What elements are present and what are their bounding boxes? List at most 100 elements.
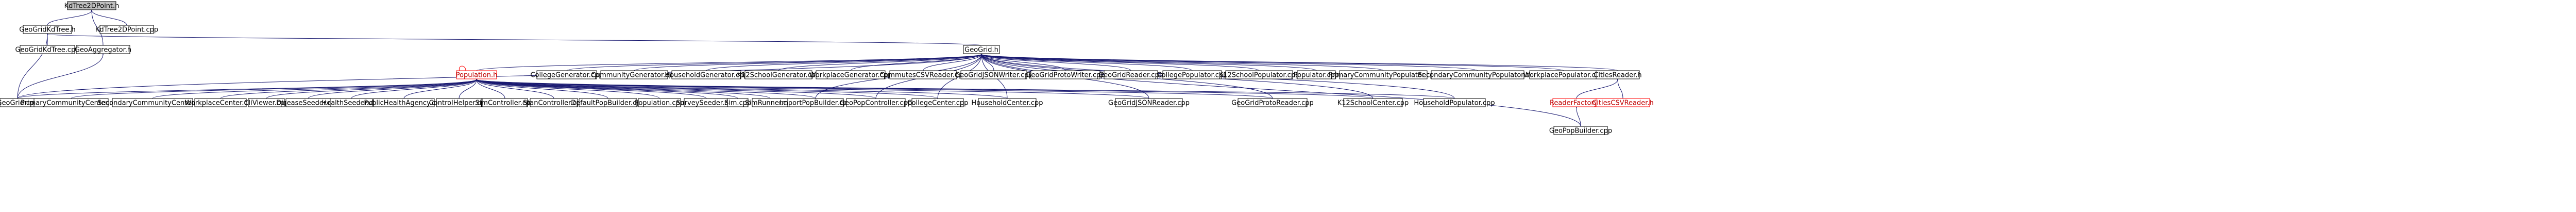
node-kdtree2dpoint-cpp[interactable]: KdTree2DPoint.cpp: [95, 25, 158, 34]
node-geogrid-reader-cpp[interactable]: GeoGridReader.cpp: [1098, 70, 1163, 79]
node-label: GeoGridReader.cpp: [1098, 72, 1163, 79]
node-community-generator-cpp[interactable]: CommunityGenerator.cpp: [591, 70, 677, 79]
node-box: [482, 98, 528, 107]
node-label: KdTree2DPoint.cpp: [95, 26, 158, 34]
node-stan-controller-cpp[interactable]: StanController.cpp: [523, 98, 585, 107]
edge-geogrid_h-to-workplace_generator_cpp: [850, 54, 981, 71]
node-k12school-generator-cpp[interactable]: K12SchoolGenerator.cpp: [737, 70, 820, 79]
node-label: GeoGridJSONWriter.cpp: [955, 72, 1033, 79]
edge-population_h-to-geogrid_json_reader_cpp: [477, 79, 1149, 99]
node-label: DefaultPopBuilder.cpp: [571, 100, 645, 107]
node-reader-factory-h[interactable]: ReaderFactory.h: [1550, 98, 1603, 107]
node-population-h[interactable]: Population.h: [456, 70, 498, 79]
node-sim-runner-cpp[interactable]: SimRunner.cpp: [745, 98, 795, 107]
node-geogrid-kdtree-h[interactable]: GeoGridKdTree.h: [19, 25, 76, 34]
node-box: [911, 98, 964, 107]
node-workplace-generator-cpp[interactable]: WorkplaceGenerator.cpp: [809, 70, 892, 79]
node-label: PrimaryCommunityPopulator.cpp: [1328, 72, 1438, 79]
node-k12school-center-cpp[interactable]: K12SchoolCenter.cpp: [1337, 98, 1409, 107]
edge-population_h-to-sim_runner_cpp: [477, 79, 771, 99]
edge-kdtree2dpoint_h-to-kdtree2dpoint_cpp: [92, 10, 127, 26]
node-label: Populator.cpp: [1294, 72, 1339, 79]
node-label: HouseholdPopulator.cpp: [1414, 100, 1495, 107]
node-geo-aggregator-h[interactable]: GeoAggregator.h: [75, 45, 131, 54]
node-workplace-populator-cpp[interactable]: WorkplacePopulator.cpp: [1523, 70, 1604, 79]
node-public-health-agency-cpp[interactable]: PublicHealthAgency.cpp: [364, 98, 444, 107]
node-box: [23, 25, 72, 34]
edge-geogrid_h-to-geogrid_cpp: [17, 54, 981, 99]
node-geogrid-cpp[interactable]: GeoGrid.cpp: [0, 98, 39, 107]
node-box: [579, 98, 637, 107]
node-survey-seeder-cpp[interactable]: SurveySeeder.cpp: [676, 98, 737, 107]
node-secondary-community-center-cpp[interactable]: SecondaryCommunityCenter.cpp: [97, 98, 208, 107]
node-box: [76, 45, 130, 54]
node-geogrid-kdtree-cpp[interactable]: GeoGridKdTree.cpp: [15, 45, 80, 54]
edge-geogrid_h-to-household_generator_cpp: [706, 54, 981, 71]
edge-population_h-to-primary_community_center_cpp: [71, 79, 477, 99]
node-sim-cpp[interactable]: Sim.cpp: [724, 98, 751, 107]
node-commutes-csv-reader-cpp[interactable]: CommutesCSVReader.cpp: [879, 70, 967, 79]
node-label: K12SchoolPopulator.cpp: [1219, 72, 1300, 79]
node-label: GeoAggregator.h: [75, 46, 131, 54]
node-primary-community-center-cpp[interactable]: PrimaryCommunityCenter.cpp: [21, 98, 122, 107]
node-box: [978, 98, 1037, 107]
node-box: [1339, 70, 1428, 79]
edge-population_h-to-import_pop_builder_cpp: [477, 79, 816, 99]
node-label: GeoGridProtoWriter.cpp: [1026, 72, 1105, 79]
node-geo-pop-controller-cpp[interactable]: GeoPopController.cpp: [840, 98, 912, 107]
edge-population_h-to-stan_controller_cpp: [477, 79, 554, 99]
edge-geogrid_h-to-population_h: [476, 54, 981, 71]
node-cliviewer-cpp[interactable]: CliViewer.cpp: [244, 98, 289, 107]
edge-population_h-to-health_seeder_cpp: [351, 79, 477, 99]
node-label: CitiesReader.h: [1594, 72, 1641, 79]
node-label: CommutesCSVReader.cpp: [879, 72, 967, 79]
node-geogrid-json-writer-cpp[interactable]: GeoGridJSONWriter.cpp: [955, 70, 1033, 79]
node-box: [889, 70, 957, 79]
node-cities-reader-h[interactable]: CitiesReader.h: [1594, 70, 1642, 79]
node-label: PrimaryCommunityCenter.cpp: [21, 100, 122, 107]
edge-geogrid_kdtree_h-to-geogrid_h: [47, 34, 982, 46]
node-k12school-populator-cpp[interactable]: K12SchoolPopulator.cpp: [1219, 70, 1300, 79]
edge-population_h-to-cliviewer_cpp: [266, 79, 477, 99]
node-population-cpp[interactable]: Population.cpp: [635, 98, 684, 107]
node-college-generator-cpp[interactable]: CollegeGenerator.cpp: [530, 70, 603, 79]
node-sim-controller-cpp[interactable]: SimController.cpp: [475, 98, 535, 107]
node-label: GeoGridJSONReader.cpp: [1108, 100, 1190, 107]
node-label: HealthSeeder.cpp: [321, 100, 381, 107]
node-label: GeoGridKdTree.h: [19, 26, 76, 34]
node-household-populator-cpp[interactable]: HouseholdPopulator.cpp: [1414, 98, 1495, 107]
node-label: SurveySeeder.cpp: [676, 100, 737, 107]
node-cities-csv-reader-cpp[interactable]: CitiesCSVReader.h: [1592, 98, 1654, 107]
node-college-center-cpp[interactable]: CollegeCenter.cpp: [907, 98, 969, 107]
edge-population_h-to-population_cpp: [477, 79, 660, 99]
node-primary-community-populator-cpp[interactable]: PrimaryCommunityPopulator.cpp: [1328, 70, 1438, 79]
node-workplace-center-cpp[interactable]: WorkplaceCenter.cpp: [185, 98, 256, 107]
node-box: [99, 25, 154, 34]
node-label: PublicHealthAgency.cpp: [364, 100, 444, 107]
node-control-helper-cpp[interactable]: ControlHelper.cpp: [429, 98, 489, 107]
node-populator-cpp[interactable]: Populator.cpp: [1294, 70, 1339, 79]
node-box: [1238, 98, 1308, 107]
node-default-pop-builder-cpp[interactable]: DefaultPopBuilder.cpp: [571, 98, 645, 107]
node-household-generator-cpp[interactable]: HouseholdGenerator.cpp: [665, 70, 748, 79]
node-geopop-builder-cpp[interactable]: GeoPopBuilder.cpp: [1549, 126, 1612, 135]
node-label: SecondaryCommunityCenter.cpp: [97, 100, 208, 107]
edge-population_h-to-household_populator_cpp: [477, 79, 1455, 99]
node-geogrid-h[interactable]: GeoGrid.h: [963, 45, 1000, 54]
node-household-center-cpp[interactable]: HouseholdCenter.cpp: [971, 98, 1043, 107]
node-health-seeder-cpp[interactable]: HealthSeeder.cpp: [321, 98, 381, 107]
edge-geo_aggregator_h-to-geogrid_cpp: [17, 54, 103, 99]
node-college-populator-cpp[interactable]: CollegePopulator.cpp: [1157, 70, 1228, 79]
node-import-pop-builder-cpp[interactable]: ImportPopBuilder.cpp: [779, 98, 852, 107]
node-kdtree2dpoint-h[interactable]: KdTree2DPoint.h: [64, 1, 120, 10]
node-geogrid-proto-writer-cpp[interactable]: GeoGridProtoWriter.cpp: [1026, 70, 1105, 79]
node-box: [1297, 70, 1336, 79]
node-geogrid-json-reader-cpp[interactable]: GeoGridJSONReader.cpp: [1108, 98, 1190, 107]
node-disease-seeder-cpp[interactable]: DiseaseSeeder.cpp: [276, 98, 340, 107]
node-secondary-community-populator-cpp[interactable]: SecondaryCommunityPopulator.cpp: [1418, 70, 1537, 79]
node-box: [1596, 98, 1650, 107]
node-label: SimRunner.cpp: [745, 100, 795, 107]
node-geogrid-proto-reader-cpp[interactable]: GeoGridProtoReader.cpp: [1231, 98, 1314, 107]
node-box: [1343, 98, 1403, 107]
node-label: CollegeGenerator.cpp: [530, 72, 603, 79]
